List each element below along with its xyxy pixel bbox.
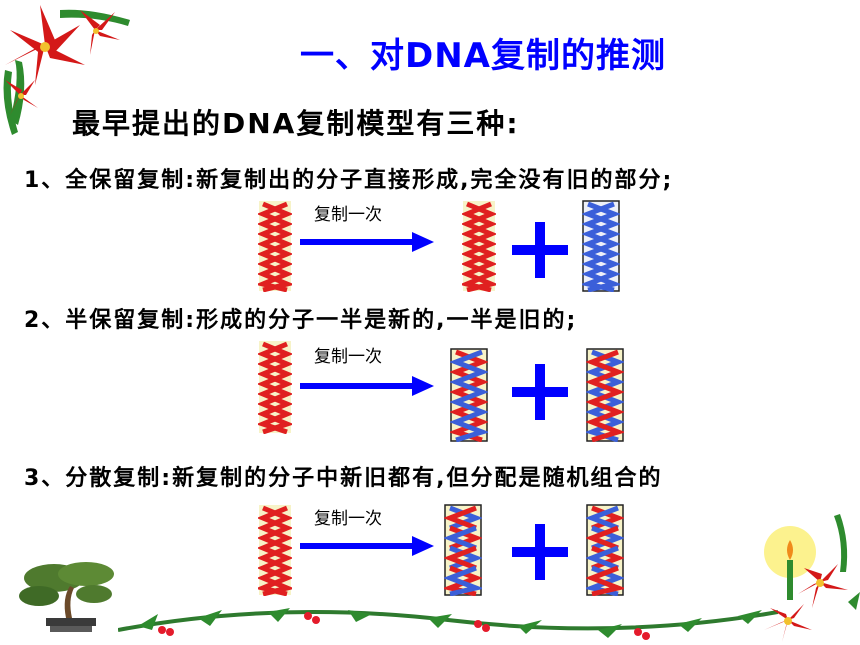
- model-description-conservative: 1、全保留复制:新复制出的分子直接形成,完全没有旧的部分;: [24, 168, 674, 193]
- plus-icon: [512, 222, 568, 278]
- arrow-label: 复制一次: [314, 205, 382, 225]
- mixed-dna-icon: [444, 504, 482, 596]
- mixed-dna-icon: [586, 504, 624, 596]
- arrow-right-icon: [300, 376, 434, 396]
- parent-dna-icon: [258, 201, 292, 292]
- new-dna-icon: [582, 200, 620, 292]
- hybrid-dna-icon: [586, 348, 624, 442]
- arrow-label: 复制一次: [314, 347, 382, 367]
- plus-icon: [512, 364, 568, 420]
- diagram-row-conservative: 复制一次: [0, 198, 860, 298]
- arrow-label: 复制一次: [314, 509, 382, 529]
- subtitle: 最早提出的DNA复制模型有三种:: [72, 107, 520, 140]
- bonsai-tree-icon: [19, 562, 114, 632]
- page-title: 一、对DNA复制的推测: [300, 36, 666, 76]
- model-description-semi-conservative: 2、半保留复制:形成的分子一半是新的,一半是旧的;: [24, 308, 578, 333]
- arrow-right-icon: [300, 536, 434, 556]
- old-dna-icon: [462, 201, 496, 292]
- holly-garland-icon: [118, 608, 778, 640]
- diagram-row-semi-conservative: 复制一次: [0, 340, 860, 442]
- parent-dna-icon: [258, 505, 292, 596]
- model-description-dispersive: 3、分散复制:新复制的分子中新旧都有,但分配是随机组合的: [24, 466, 663, 491]
- plus-icon: [512, 524, 568, 580]
- poinsettia-icon: [3, 5, 130, 135]
- hybrid-dna-icon: [450, 348, 488, 442]
- parent-dna-icon: [258, 341, 292, 434]
- candle-icon: [764, 514, 860, 642]
- arrow-right-icon: [300, 232, 434, 252]
- diagram-row-dispersive: 复制一次: [0, 500, 860, 600]
